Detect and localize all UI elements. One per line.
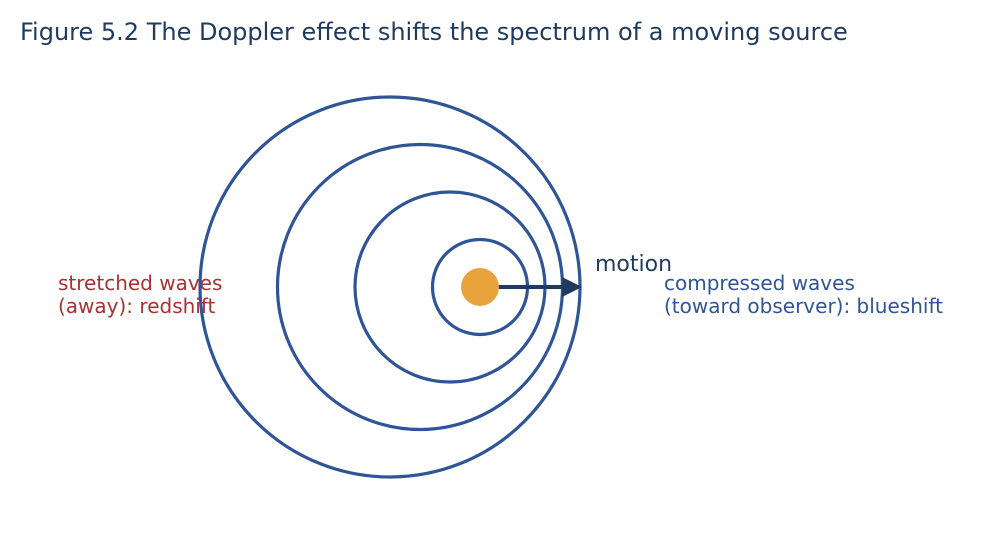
motion-arrow-head-icon	[562, 277, 582, 297]
redshift-label-line1: stretched waves	[58, 271, 222, 295]
moving-source-dot	[461, 268, 499, 306]
redshift-label-line2: (away): redshift	[58, 294, 216, 318]
figure-title: Figure 5.2 The Doppler effect shifts the…	[20, 18, 848, 46]
blueshift-label-line2: (toward observer): blueshift	[664, 294, 943, 318]
blueshift-label-line1: compressed waves	[664, 271, 855, 295]
motion-label: motion	[595, 252, 672, 277]
